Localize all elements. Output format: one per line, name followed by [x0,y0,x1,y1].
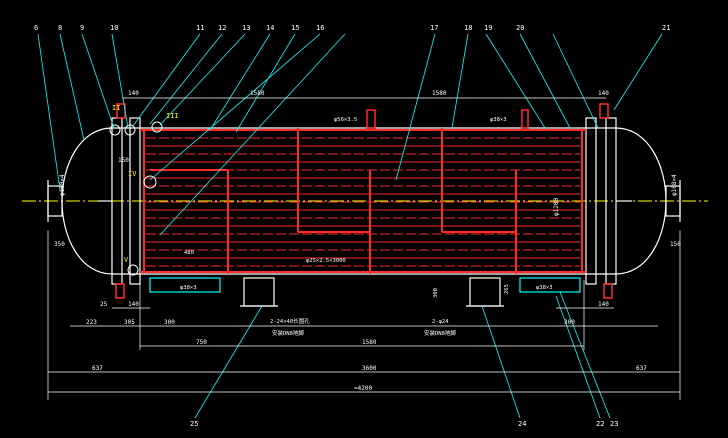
note-text: φ25×2.5×3000 [306,258,346,264]
callout-label: 6 [34,24,38,32]
note-text: 2-24×40长圆孔 [270,317,310,325]
callout-label: 9 [80,24,84,32]
dim-text: =4200 [354,385,372,392]
dim-text: 223 [86,319,97,326]
view-marks: II III IV V [112,104,179,264]
callout-label: 24 [518,420,526,428]
callouts-bottom: 25 24 22 23 [190,420,618,428]
dim-text: 140 [598,90,609,97]
dim-text: φ108×4 [671,174,678,196]
callout-label: 18 [464,24,472,32]
view-mark: V [124,256,129,264]
callout-label: 23 [610,420,618,428]
notes: φ56×3.5 φ38×3 φ38×3 φ38×3 480 φ25×2.5×30… [180,117,553,337]
note-text: 安装DN8地脚 [424,329,456,337]
dim-text: 1580 [362,339,377,346]
dim-text: 150 [670,241,681,248]
note-text: φ38×3 [536,285,553,291]
top-nozzles [115,103,613,299]
callout-label: 15 [291,24,299,32]
dim-text: 140 [128,301,139,308]
callout-label: 10 [110,24,118,32]
callout-label: 22 [596,420,604,428]
dims-top: 140 1580 1580 140 [128,90,609,97]
dim-text: 750 [196,339,207,346]
dim-text: 305 [124,319,135,326]
note-text: 300 [433,288,439,298]
note-text: φ38×3 [180,285,197,291]
note-text: φ56×3.5 [334,117,357,123]
dim-text: 350 [54,241,65,248]
view-mark: II [112,104,120,112]
callout-label: 21 [662,24,670,32]
dim-text: 140 [128,90,139,97]
view-mark: IV [128,170,137,178]
dim-text: 637 [92,365,103,372]
callout-label: 8 [58,24,62,32]
note-text: 265 [504,284,510,294]
callout-label: 14 [266,24,274,32]
dim-text: 150 [118,157,129,164]
note-text: 2-φ24 [432,319,449,325]
tube-bundle [146,137,580,267]
note-text: 安装DN8地脚 [272,329,304,337]
dim-text: 637 [636,365,647,372]
callout-label: 19 [484,24,492,32]
dim-text: 25 [100,301,108,308]
callouts-top: 6 8 9 10 11 12 13 14 15 16 17 18 19 20 2… [34,24,670,32]
note-text: φ38×3 [490,117,507,123]
note-text: 480 [184,250,194,256]
callout-label: 12 [218,24,226,32]
dim-text: 1580 [432,90,447,97]
dimension-lines [47,97,681,400]
dims-side: 150 350 150 φ108×4 φ108×4 φ1200 [54,157,681,248]
view-circles [109,121,163,276]
dim-text: 1580 [250,90,265,97]
callout-label: 20 [516,24,524,32]
callout-label: 17 [430,24,438,32]
dim-text: 300 [564,319,575,326]
callout-label: 16 [316,24,324,32]
baffles [150,128,517,274]
dim-text: 3600 [362,365,377,372]
callout-label: 13 [242,24,250,32]
dim-text: 300 [164,319,175,326]
supports [149,277,581,307]
callout-label: 11 [196,24,204,32]
leader-lines [37,33,663,419]
view-mark: III [166,112,179,120]
dim-text: φ1200 [553,198,560,216]
dim-text: 140 [598,301,609,308]
dims-bottom: 223 25 305 140 300 300 140 750 1580 637 … [86,301,647,392]
callout-label: 25 [190,420,198,428]
dim-text: φ108×4 [59,174,66,196]
